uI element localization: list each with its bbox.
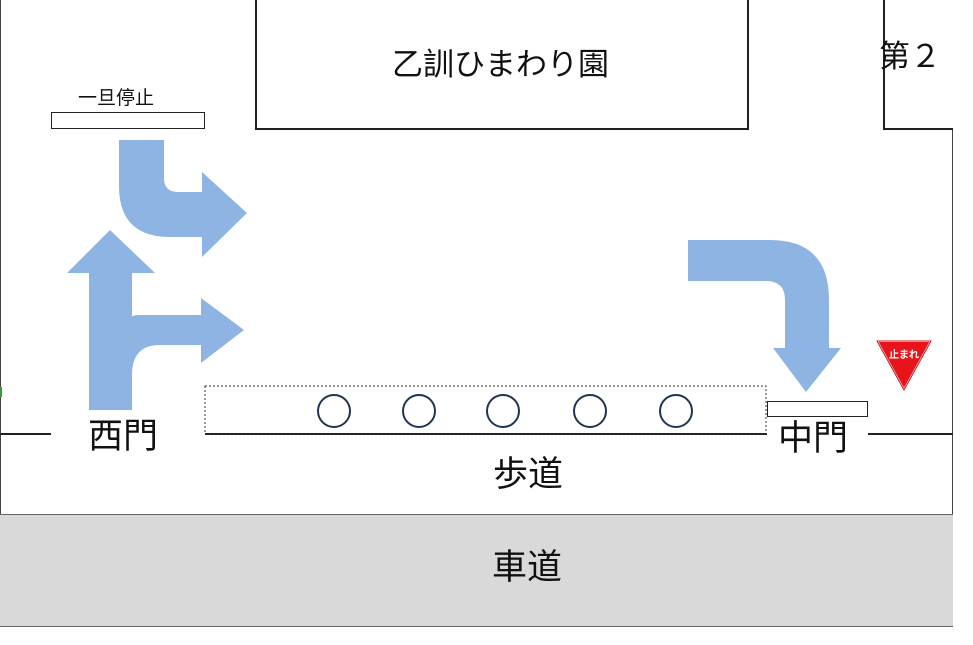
building-second-label: 第２	[879, 39, 941, 75]
stop-line-west	[51, 112, 205, 129]
tree-circle	[659, 394, 693, 428]
roadway-label: 車道	[492, 548, 563, 588]
building-main	[255, 0, 749, 130]
edge-marker	[0, 387, 2, 397]
tree-circle	[573, 394, 607, 428]
middle-gate-label: 中門	[778, 419, 849, 459]
arrow-west-up-branch	[67, 230, 244, 410]
stop-sign-text: 止まれ	[889, 348, 919, 361]
arrow-turn-right-top	[119, 140, 247, 257]
sidewalk-label: 歩道	[493, 455, 564, 495]
arrow-turn-down-middle	[688, 240, 841, 392]
stop-sign-icon	[876, 340, 932, 391]
stop-line-middle	[767, 401, 868, 417]
roadway	[0, 514, 953, 627]
stop-label: 一旦停止	[78, 87, 155, 109]
tree-circle	[402, 394, 436, 428]
tree-circle	[486, 394, 520, 428]
planter-strip	[204, 385, 767, 435]
building-main-label: 乙訓ひまわり園	[392, 47, 609, 83]
tree-circle	[317, 394, 351, 428]
building-second	[883, 0, 953, 130]
west-gate-label: 西門	[88, 417, 159, 457]
